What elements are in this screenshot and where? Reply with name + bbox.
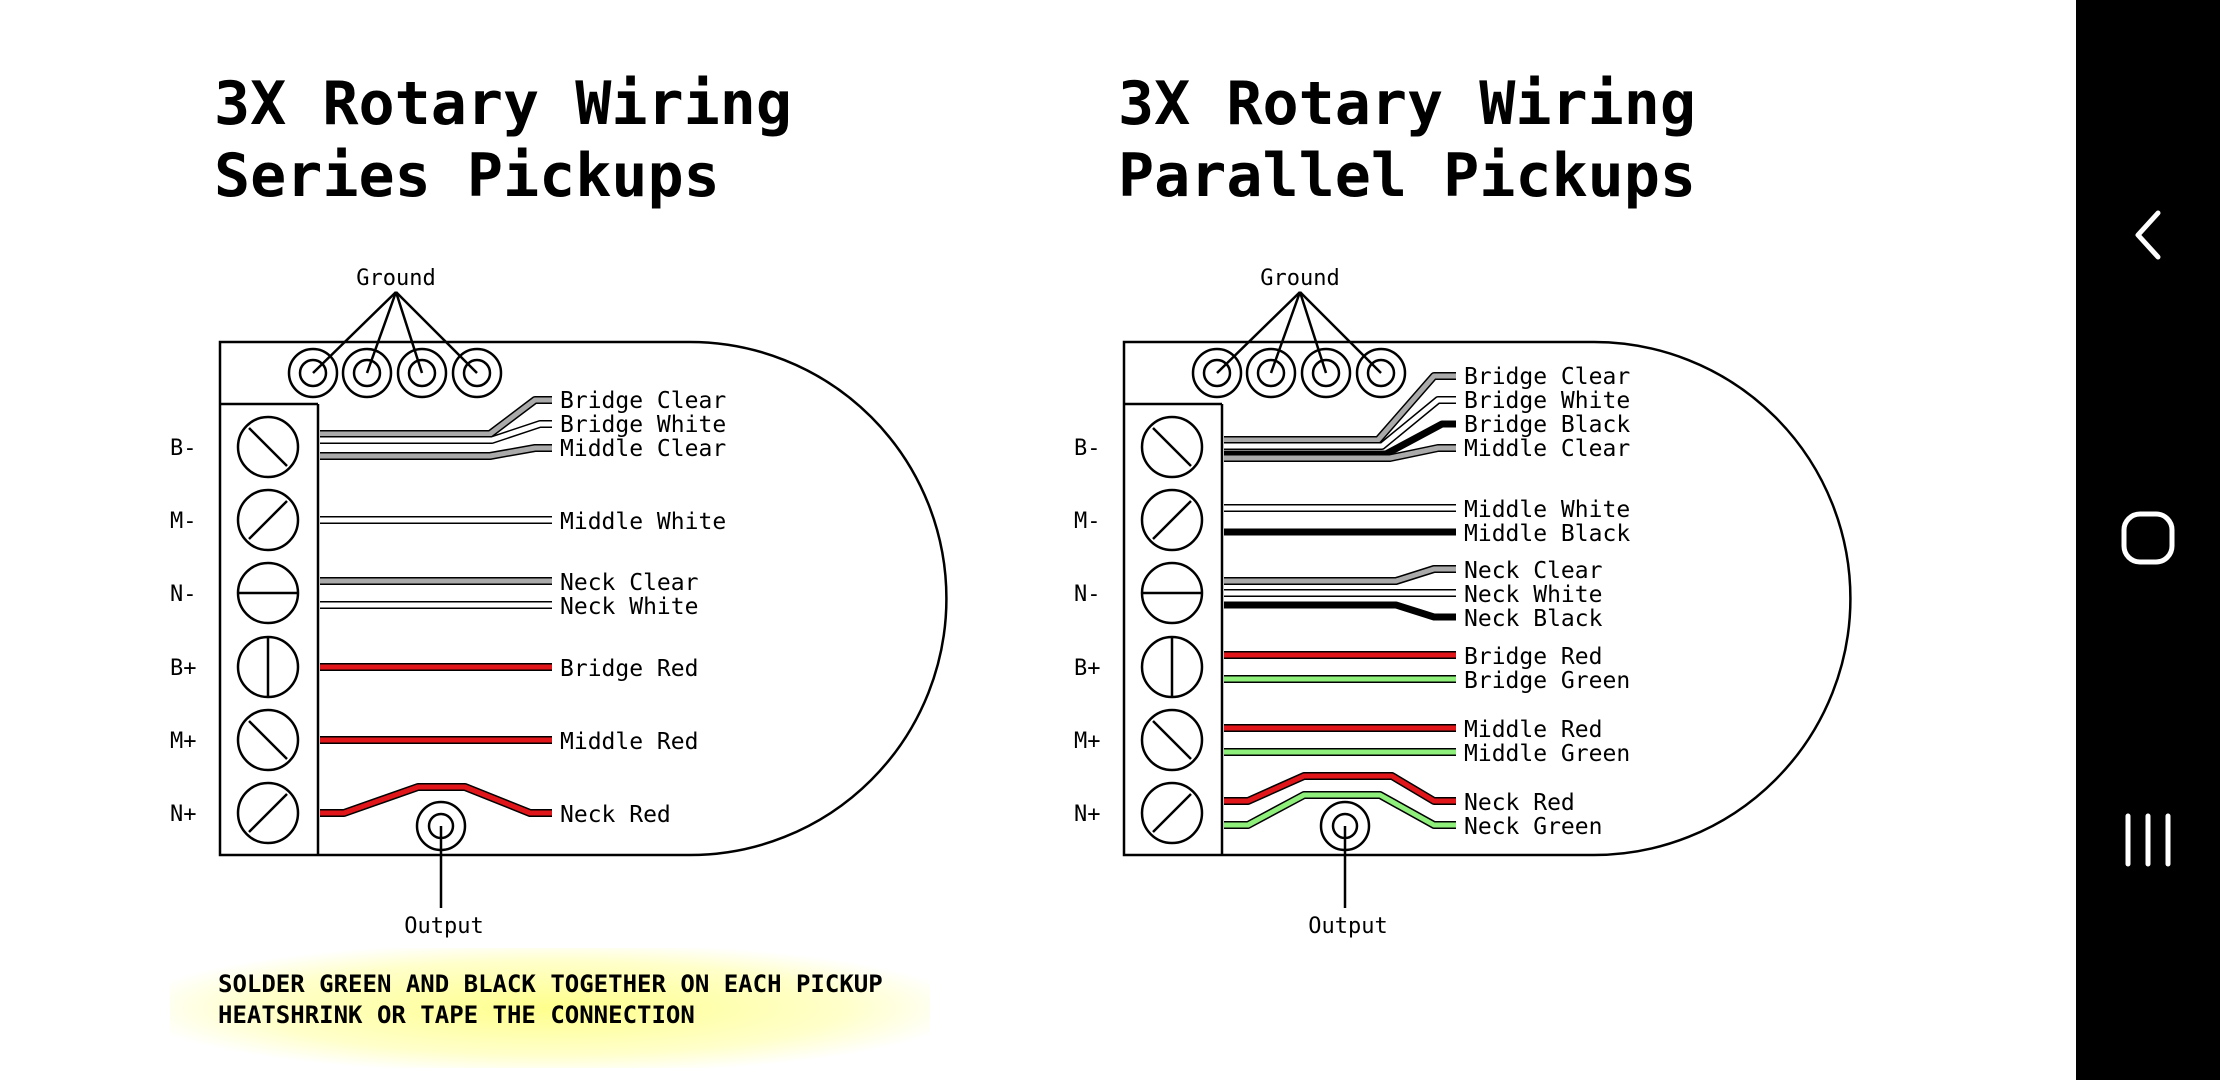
wire-label: Middle Red: [1464, 717, 1602, 743]
screw-terminal: [236, 561, 300, 625]
wire-label: Middle Clear: [560, 436, 726, 462]
wire-label: Middle White: [1464, 497, 1630, 523]
left-title-line2: Series Pickups: [214, 141, 720, 211]
wire-label: Neck Red: [1464, 790, 1575, 816]
screw-terminal: [236, 781, 300, 845]
screw-terminal: [236, 635, 300, 699]
system-navigation-bar: [2076, 0, 2220, 1080]
wire-label: Neck White: [1464, 582, 1602, 608]
terminal-label: M+: [1074, 729, 1101, 754]
terminal-label: N+: [170, 802, 197, 827]
screw-terminal: [1140, 415, 1204, 479]
wire-label: Middle Red: [560, 729, 698, 755]
parallel-wiring-diagram: Ground B- M- N- B+ M+ N+: [1074, 266, 1852, 939]
wire-neck-red: [1224, 772, 1456, 805]
back-icon: [2135, 210, 2161, 260]
wire-label: Bridge Black: [1464, 412, 1630, 438]
diagram-canvas: 3X Rotary Wiring Series Pickups 3X Rotar…: [170, 69, 1852, 1068]
note-highlight: [170, 948, 930, 1068]
right-title-line2: Parallel Pickups: [1118, 141, 1696, 211]
terminal-label: N-: [170, 582, 197, 607]
wire-middle-clear: [1224, 444, 1456, 462]
wire-label: Neck Green: [1464, 814, 1602, 840]
wire-bridge-clear: [320, 396, 552, 438]
home-button[interactable]: [2076, 478, 2220, 598]
wire-label: Bridge Red: [560, 656, 698, 682]
left-title-line1: 3X Rotary Wiring: [214, 69, 792, 139]
wire-neck-red: [320, 783, 552, 817]
output-jack: [1319, 800, 1371, 908]
wire-bridge-white: [1224, 396, 1456, 450]
terminal-label: B-: [1074, 436, 1101, 461]
screw-terminal: [1140, 708, 1204, 772]
screw-terminal: [236, 415, 300, 479]
terminal-label: N-: [1074, 582, 1101, 607]
wire-label: Neck Red: [560, 802, 671, 828]
home-icon: [2121, 511, 2175, 565]
screw-terminal: [1140, 488, 1204, 552]
output-jack: [415, 800, 467, 908]
wire-label: Middle Green: [1464, 741, 1630, 767]
wire-label: Middle Clear: [1464, 436, 1630, 462]
wire-label: Bridge Red: [1464, 644, 1602, 670]
back-button[interactable]: [2076, 175, 2220, 295]
output-label: Output: [404, 914, 483, 939]
terminal-label: M-: [170, 509, 197, 534]
ground-label: Ground: [1260, 266, 1339, 291]
terminal-label: B+: [170, 656, 197, 681]
wire-label: Bridge Green: [1464, 668, 1630, 694]
ground-label: Ground: [356, 266, 435, 291]
ground-leaders: [312, 291, 478, 374]
switch-body-outline: [218, 340, 948, 857]
note-line1: SOLDER GREEN AND BLACK TOGETHER ON EACH …: [218, 970, 883, 998]
terminal-label: B+: [1074, 656, 1101, 681]
series-wiring-diagram: Ground B- M- N- B+ M+ N+: [170, 266, 948, 939]
wire-label: Bridge Clear: [1464, 364, 1630, 390]
screw-terminal: [1140, 781, 1204, 845]
wire-label: Bridge Clear: [560, 388, 726, 414]
terminal-label: M-: [1074, 509, 1101, 534]
recents-icon: [2125, 813, 2171, 867]
screw-terminal: [236, 488, 300, 552]
terminal-label: B-: [170, 436, 197, 461]
screw-terminal: [236, 708, 300, 772]
wire-bridge-clear: [1224, 372, 1456, 444]
right-title-line1: 3X Rotary Wiring: [1118, 69, 1696, 139]
wire-label: Bridge White: [560, 412, 726, 438]
wire-label: Neck Clear: [1464, 558, 1602, 584]
wire-label: Neck Clear: [560, 570, 698, 596]
wire-label: Bridge White: [1464, 388, 1630, 414]
screw-terminal: [1140, 635, 1204, 699]
wire-label: Middle White: [560, 509, 726, 535]
terminal-label: M+: [170, 729, 197, 754]
recents-button[interactable]: [2076, 780, 2220, 900]
note-line2: HEATSHRINK OR TAPE THE CONNECTION: [218, 1001, 695, 1029]
wire-label: Neck White: [560, 594, 698, 620]
output-label: Output: [1308, 914, 1387, 939]
wire-neck-clear: [1224, 565, 1456, 585]
wire-middle-clear: [320, 444, 552, 460]
wire-label: Neck Black: [1464, 606, 1603, 632]
wire-label: Middle Black: [1464, 521, 1630, 547]
screw-terminal: [1140, 561, 1204, 625]
wire-bridge-white: [320, 420, 552, 444]
terminal-label: N+: [1074, 802, 1101, 827]
wire-neck-black: [1224, 601, 1456, 621]
ground-leaders: [1216, 291, 1382, 374]
wire-neck-green: [1224, 791, 1456, 829]
